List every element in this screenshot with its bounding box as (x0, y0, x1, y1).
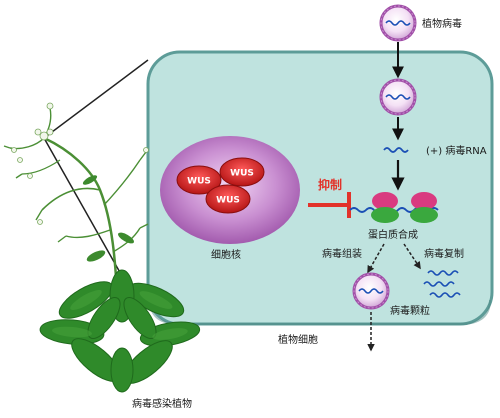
virus-particle-incoming (379, 4, 417, 42)
cell-wall-shadow (149, 299, 491, 325)
protein-synthesis-label: 蛋白质合成 (368, 228, 418, 241)
replication-label: 病毒复制 (424, 247, 464, 260)
nucleus-label: 细胞核 (211, 248, 241, 261)
virus-particle-progeny (352, 272, 390, 310)
wus-protein-1: WUS (176, 165, 222, 195)
wus-protein-3: WUS (205, 184, 251, 214)
assembly-label: 病毒组装 (322, 247, 362, 260)
virus-particle-label: 病毒颗粒 (390, 304, 430, 317)
wus-protein-2: WUS (219, 157, 265, 187)
inhibit-label: 抑制 (318, 177, 342, 192)
assembly-arrow (367, 243, 385, 274)
wus-label-3: WUS (216, 196, 240, 206)
replicated-rna (423, 270, 461, 298)
ribosome-1 (371, 192, 399, 223)
wus-label-1: WUS (187, 177, 211, 187)
virus-particle-entered (379, 78, 417, 116)
wus-label-2: WUS (230, 169, 254, 179)
infected-plant-label: 病毒感染植物 (132, 397, 192, 410)
inhibit-symbol (308, 192, 351, 218)
ribosome-2 (410, 192, 438, 223)
rna-label: (+) 病毒RNA (426, 144, 487, 157)
zoom-line-top (43, 59, 149, 139)
viral-rna (383, 147, 409, 153)
plant-cell-label: 植物细胞 (278, 333, 318, 346)
arabidopsis-plant (3, 102, 201, 393)
plant-virus-label: 植物病毒 (422, 17, 462, 30)
